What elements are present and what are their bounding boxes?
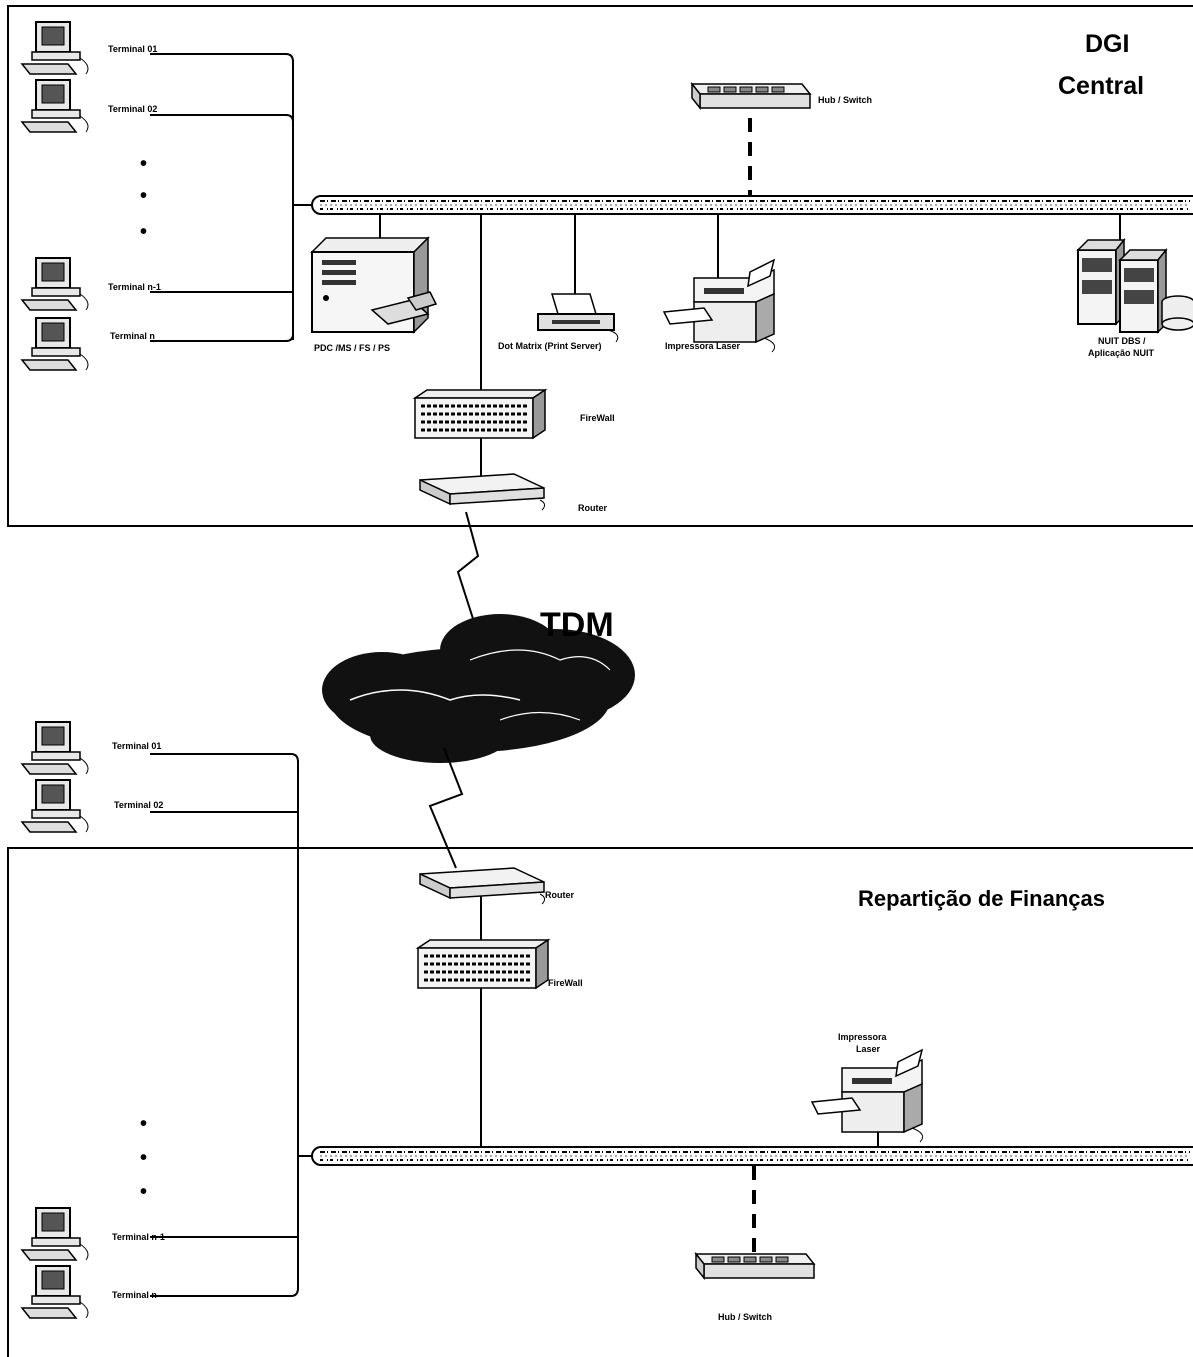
dot-matrix-printer-icon — [538, 294, 618, 342]
wan-label: TDM — [540, 606, 614, 644]
computer-icon — [22, 1208, 88, 1260]
svg-text:•: • — [140, 185, 147, 207]
computer-icon — [22, 258, 88, 310]
branch-firewall[interactable]: FireWall — [418, 940, 583, 988]
central-firewall-label: FireWall — [580, 413, 615, 423]
branch-title: Repartição de Finanças — [858, 886, 1105, 911]
central-terminal-n-label: Terminal n — [110, 331, 155, 341]
branch-terminal-01-label: Terminal 01 — [112, 741, 161, 751]
central-terminal-01-label: Terminal 01 — [108, 44, 157, 54]
central-hub-switch[interactable]: Hub / Switch — [692, 84, 872, 108]
computer-icon — [22, 722, 88, 774]
central-title-line2: Central — [1058, 72, 1144, 100]
branch-ellipsis: • • • — [140, 1113, 147, 1203]
laser-printer-icon — [664, 260, 775, 352]
central-dot-matrix-printer[interactable]: Dot Matrix (Print Server) — [498, 294, 618, 351]
central-zone-frame — [8, 6, 1193, 526]
central-terminal-n-1-label: Terminal n-1 — [108, 282, 161, 292]
branch-terminal-bus — [150, 754, 312, 1296]
computer-icon — [22, 80, 88, 132]
branch-firewall-label: FireWall — [548, 978, 583, 988]
branch-terminal-02[interactable]: Terminal 02 — [22, 780, 163, 832]
central-terminal-n-1[interactable]: Terminal n-1 — [22, 258, 161, 310]
branch-terminal-02-label: Terminal 02 — [114, 800, 163, 810]
hub-switch-icon — [696, 1254, 814, 1278]
svg-text:•: • — [140, 221, 147, 243]
lightning-link-icon — [458, 512, 478, 628]
branch-router[interactable]: Router — [420, 868, 574, 904]
branch-hub-switch[interactable]: Hub / Switch — [696, 1254, 814, 1322]
central-firewall[interactable]: FireWall — [415, 390, 615, 438]
central-terminal-01[interactable]: Terminal 01 — [22, 22, 157, 74]
central-laser-printer[interactable]: Impressora Laser — [664, 260, 775, 352]
central-terminal-02-label: Terminal 02 — [108, 104, 157, 114]
branch-terminal-n-1-label: Terminal n-1 — [112, 1232, 165, 1242]
central-dot-matrix-label: Dot Matrix (Print Server) — [498, 341, 602, 351]
router-icon — [420, 474, 545, 510]
svg-text:•: • — [140, 1181, 147, 1203]
central-terminal-n[interactable]: Terminal n — [22, 318, 155, 370]
branch-hub-switch-label: Hub / Switch — [718, 1312, 772, 1322]
branch-lan-backbone — [312, 1147, 1193, 1165]
computer-icon — [22, 22, 88, 74]
central-terminal-02[interactable]: Terminal 02 — [22, 80, 157, 132]
central-laser-printer-label: Impressora Laser — [665, 341, 741, 351]
hub-switch-icon — [692, 84, 810, 108]
branch-router-label: Router — [545, 890, 574, 900]
branch-laser-printer[interactable]: Impressora Laser — [812, 1032, 923, 1142]
database-server-icon — [1078, 240, 1193, 332]
branch-laser-label-line1: Impressora — [838, 1032, 888, 1042]
central-hub-switch-label: Hub / Switch — [818, 95, 872, 105]
firewall-icon — [415, 390, 545, 438]
firewall-icon — [418, 940, 548, 988]
central-terminal-bus — [150, 54, 312, 341]
svg-text:•: • — [140, 1113, 147, 1135]
branch-terminal-n[interactable]: Terminal n — [22, 1266, 157, 1318]
central-nuit-db-servers[interactable]: NUIT DBS / Aplicação NUIT — [1078, 240, 1193, 358]
central-pdc-server[interactable]: PDC /MS / FS / PS — [312, 238, 436, 353]
branch-terminal-n-label: Terminal n — [112, 1290, 157, 1300]
lightning-link-icon — [430, 748, 462, 868]
central-title-line1: DGI — [1085, 30, 1129, 58]
computer-icon — [22, 1266, 88, 1318]
svg-text:•: • — [140, 153, 147, 175]
central-lan-backbone — [312, 196, 1193, 214]
svg-text:•: • — [140, 1147, 147, 1169]
central-nuit-label-line2: Aplicação NUIT — [1088, 348, 1155, 358]
laser-printer-icon — [812, 1050, 923, 1142]
central-nuit-label-line1: NUIT DBS / — [1098, 336, 1146, 346]
computer-icon — [22, 318, 88, 370]
branch-terminal-01[interactable]: Terminal 01 — [22, 722, 161, 774]
central-router[interactable]: Router — [420, 474, 607, 513]
server-icon — [312, 238, 436, 332]
computer-icon — [22, 780, 88, 832]
central-pdc-server-label: PDC /MS / FS / PS — [314, 343, 390, 353]
central-ellipsis: • • • — [140, 153, 147, 243]
branch-zone-frame — [8, 848, 1193, 1357]
branch-terminal-n-1[interactable]: Terminal n-1 — [22, 1208, 165, 1260]
central-router-label: Router — [578, 503, 607, 513]
router-icon — [420, 868, 545, 904]
branch-laser-label-line2: Laser — [856, 1044, 881, 1054]
